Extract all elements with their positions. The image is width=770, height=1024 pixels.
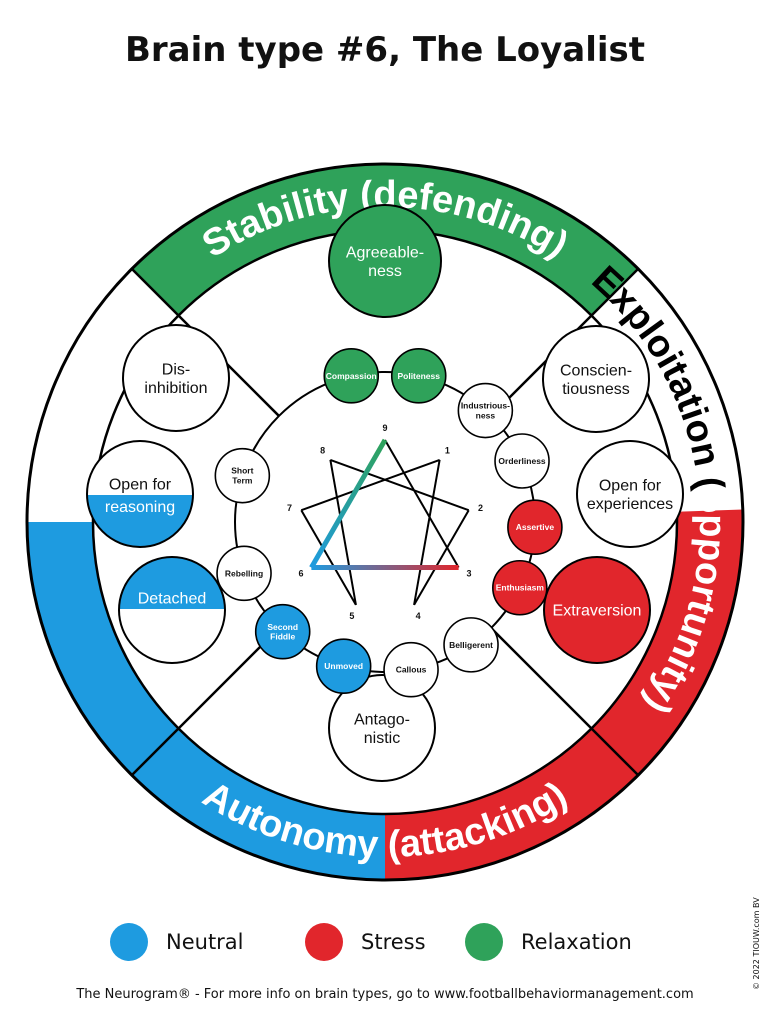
facet-circle-enthusiasm bbox=[492, 559, 548, 616]
trait-label-open-reasoning-2: reasoning bbox=[105, 499, 175, 516]
ring-band-attacking bbox=[385, 728, 639, 880]
page-title: Brain type #6, The Loyalist bbox=[124, 30, 646, 70]
trait-circle-conscientiousness bbox=[542, 325, 650, 433]
enneagram-number-1: 1 bbox=[445, 446, 450, 456]
facet-label-compassion: Compassion bbox=[326, 371, 377, 381]
enneagram-number-7: 7 bbox=[287, 503, 292, 513]
legend-stress-label: Stress bbox=[361, 930, 426, 954]
facet-circle-belligerent bbox=[443, 617, 499, 673]
trait-circle-agreeableness bbox=[328, 204, 442, 318]
trait-circle-antagonistic bbox=[328, 674, 436, 782]
trait-label-extraversion: Extraversion bbox=[553, 603, 642, 620]
legend-relaxation-label: Relaxation bbox=[521, 930, 632, 954]
trait-label-antagonistic: Antago-nistic bbox=[354, 711, 410, 746]
facet-label-unmoved: Unmoved bbox=[324, 661, 363, 671]
enneagram-number-8: 8 bbox=[320, 446, 325, 456]
facet-circle-politeness bbox=[390, 348, 447, 404]
copyright-text: © 2022 TIOUW.com BV bbox=[752, 897, 761, 990]
relaxation-dot bbox=[465, 923, 503, 961]
enneagram-number-4: 4 bbox=[416, 611, 421, 621]
ring-band-opportunity bbox=[591, 509, 743, 776]
legend-stress: Stress bbox=[305, 922, 426, 962]
facet-label-enthusiasm: Enthusiasm bbox=[496, 583, 545, 593]
enneagram-number-6: 6 bbox=[298, 569, 303, 579]
ring-band-autonomy bbox=[131, 728, 385, 880]
legend-relaxation: Relaxation bbox=[465, 922, 632, 962]
enneagram-number-5: 5 bbox=[349, 611, 354, 621]
trait-circle-open-reasoning bbox=[86, 440, 194, 548]
quadrant-divider bbox=[130, 627, 280, 777]
trait-circle-detached bbox=[118, 556, 226, 664]
quadrant-divider bbox=[490, 627, 640, 777]
footer-text: The Neurogram® - For more info on brain … bbox=[76, 987, 694, 1002]
facet-circle-callous bbox=[383, 641, 439, 698]
facet-circle-second-fiddle bbox=[254, 603, 311, 660]
ring-band-exploration bbox=[26, 522, 179, 776]
facet-circle-compassion bbox=[323, 348, 380, 404]
trait-circle-disinhibition bbox=[122, 324, 230, 432]
trait-label-open-reasoning: Open for bbox=[109, 477, 172, 494]
trait-label-disinhibition: Dis-inhibition bbox=[144, 361, 207, 396]
outer-ring bbox=[25, 162, 745, 882]
trait-label-detached: Detached bbox=[138, 591, 207, 608]
trait-circle-open-experiences bbox=[576, 440, 684, 548]
stress-dot bbox=[305, 923, 343, 961]
facet-label-belligerent: Belligerent bbox=[449, 640, 493, 650]
enneagram-number-2: 2 bbox=[478, 503, 483, 513]
ring-band-stability bbox=[131, 164, 639, 316]
legend-neutral: Neutral bbox=[110, 922, 244, 962]
facet-circle-rebelling bbox=[216, 545, 272, 602]
facet-label-industriousness: Industrious-ness bbox=[461, 401, 510, 421]
facet-circle-orderliness bbox=[494, 433, 550, 489]
facet-circle-assertive bbox=[507, 499, 563, 556]
facet-label-callous: Callous bbox=[396, 665, 427, 675]
enneagram-number-3: 3 bbox=[466, 569, 471, 579]
enneagram: 1 2 3 4 5 6 7 8 9 bbox=[287, 423, 483, 621]
facet-label-rebelling: Rebelling bbox=[225, 568, 263, 578]
facet-circle-short-term bbox=[214, 447, 271, 504]
facet-label-assertive: Assertive bbox=[516, 522, 555, 532]
legend-neutral-label: Neutral bbox=[166, 930, 244, 954]
neutral-dot bbox=[110, 923, 148, 961]
enneagram-number-9: 9 bbox=[382, 423, 387, 433]
facet-circle-industriousness bbox=[457, 382, 514, 439]
trait-label-agreeableness: Agreeable-ness bbox=[346, 244, 424, 279]
facet-label-orderliness: Orderliness bbox=[498, 456, 546, 466]
facet-circle-unmoved bbox=[315, 638, 372, 694]
trait-circle-extraversion bbox=[543, 556, 651, 664]
trait-label-conscientiousness: Conscien-tiousness bbox=[560, 362, 632, 397]
facet-label-politeness: Politeness bbox=[397, 371, 440, 381]
